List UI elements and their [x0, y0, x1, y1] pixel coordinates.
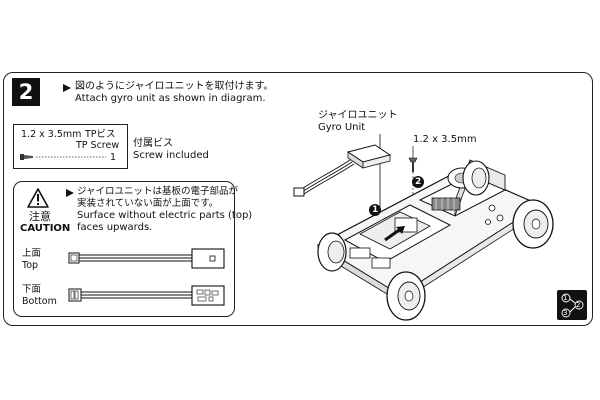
screw-name-en: TP Screw	[76, 140, 120, 151]
callout-1-circle	[369, 204, 381, 216]
included-en: Screw included	[133, 150, 209, 161]
caution-arrow-icon	[66, 189, 74, 197]
screw-size: 1.2 x 3.5mm	[21, 129, 82, 140]
caution-box: 注意 CAUTION ジャイロユニットは基板の電子部品が 実装されていない面が上…	[13, 181, 252, 317]
callout-2-circle	[412, 176, 424, 188]
gyro-top-view	[68, 248, 225, 269]
wheel-front-right	[386, 271, 426, 321]
gyro-label-ja: ジャイロユニット	[318, 110, 398, 121]
warning-icon	[27, 188, 49, 208]
bottom-label-en: Bottom	[22, 296, 57, 307]
gyro-label-en: Gyro Unit	[318, 122, 366, 133]
caution-text-ja-1: ジャイロユニットは基板の電子部品が	[77, 186, 239, 197]
bottom-label-ja: 下面	[22, 284, 42, 295]
gyro-unit-illustration	[293, 144, 392, 197]
badge-n2: 2	[576, 301, 581, 309]
badge-n3: 3	[563, 309, 568, 317]
screw-box: 1.2 x 3.5mm TPビス TP Screw 1	[13, 124, 128, 169]
top-label-en: Top	[22, 260, 39, 271]
sequence-arrows-icon	[561, 293, 584, 318]
caution-text-ja-2: 実装されていない面が上面です。	[77, 198, 219, 209]
badge-n1: 1	[563, 294, 568, 302]
top-label-ja: 上面	[22, 248, 42, 259]
caution-text-en-2: faces upwards.	[77, 222, 153, 233]
wheel-rear-right	[512, 199, 554, 249]
screw-icon	[20, 154, 106, 160]
instruction-en: Attach gyro unit as shown in diagram.	[75, 93, 266, 104]
screw-name-ja: TPビス	[85, 129, 116, 140]
wheel-front-left	[317, 232, 347, 272]
step-frame	[3, 72, 593, 326]
gyro-bottom-view	[68, 285, 225, 306]
included-ja: 付属ビス	[133, 138, 173, 149]
instruction-ja: 図のようにジャイロユニットを取付けます。	[75, 81, 274, 92]
screw-count: 1	[110, 152, 117, 163]
step-number: 2	[12, 78, 40, 106]
caution-label-en: CAUTION	[20, 223, 71, 234]
caution-label-ja: 注意	[29, 210, 51, 223]
caution-text-en-1: Surface without electric parts (top)	[77, 210, 253, 221]
callout-2: 2	[415, 177, 422, 187]
callout-1: 1	[372, 205, 379, 215]
diagram-screw-size: 1.2 x 3.5mm	[413, 134, 477, 145]
wheel-rear-left	[462, 160, 490, 196]
sequence-badge: 1 2 3	[557, 290, 587, 320]
instruction-arrow-icon	[63, 84, 71, 92]
